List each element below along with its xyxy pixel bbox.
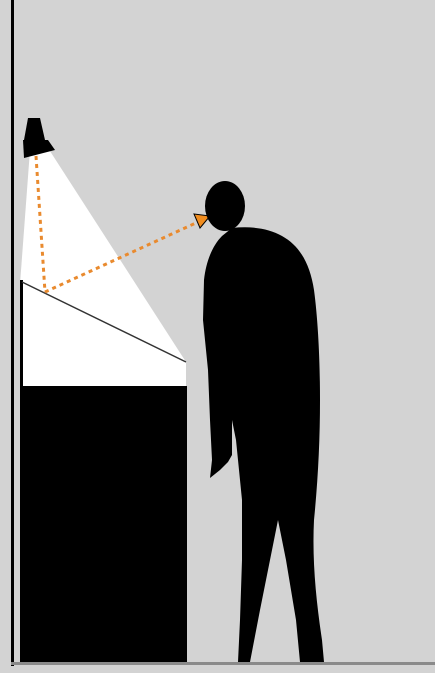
lectern [20, 386, 187, 662]
left-wall-edge [11, 0, 14, 666]
floor-line [11, 662, 435, 665]
person-head [205, 181, 245, 231]
lectern-left-post [20, 280, 23, 662]
